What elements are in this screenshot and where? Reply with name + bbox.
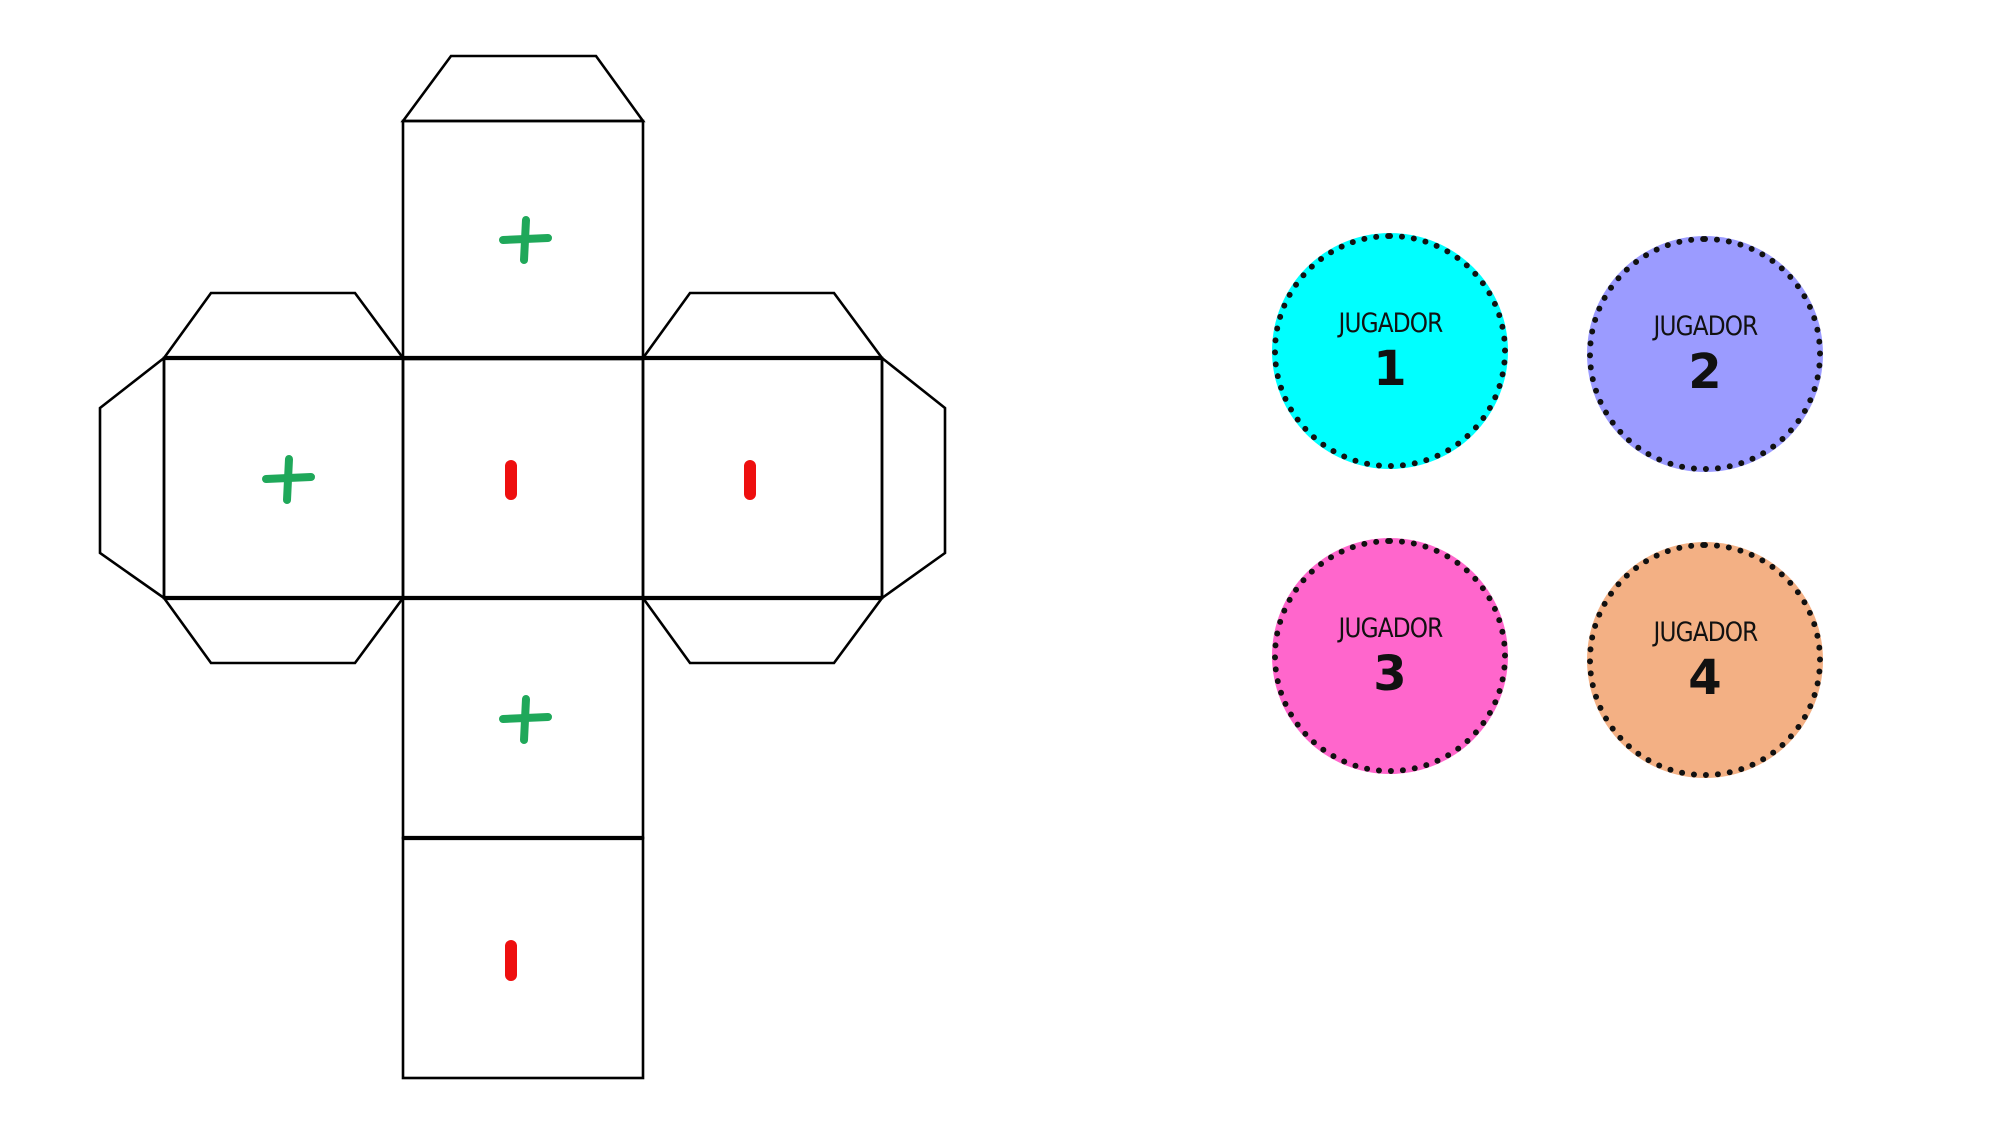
player-token-number: 4 — [1688, 649, 1722, 706]
plus-symbol-lower — [499, 695, 552, 744]
player-token-3: JUGADOR 3 — [1272, 538, 1508, 774]
tab-left-top — [161, 291, 406, 360]
player-token-number: 2 — [1688, 343, 1722, 400]
plus-symbol-top — [499, 216, 552, 264]
plus-symbol-left — [262, 455, 315, 504]
player-token-label: JUGADOR — [1652, 310, 1758, 342]
tab-right-bottom — [640, 596, 885, 665]
player-token-4: JUGADOR 4 — [1587, 542, 1823, 778]
tab-left-bottom — [161, 596, 406, 665]
player-token-number: 1 — [1373, 340, 1407, 397]
player-token-number: 3 — [1373, 645, 1407, 702]
player-token-1: JUGADOR 1 — [1272, 233, 1508, 469]
player-token-label: JUGADOR — [1337, 612, 1443, 644]
tab-top — [400, 54, 646, 123]
player-token-2: JUGADOR 2 — [1587, 236, 1823, 472]
player-token-label: JUGADOR — [1337, 307, 1443, 339]
tab-left-outer — [98, 355, 166, 601]
face-center — [401, 356, 645, 600]
tab-right-outer — [880, 355, 947, 601]
player-token-label: JUGADOR — [1652, 616, 1758, 648]
tab-right-top — [640, 291, 885, 360]
face-right — [641, 356, 884, 600]
face-bottom — [401, 836, 645, 1080]
